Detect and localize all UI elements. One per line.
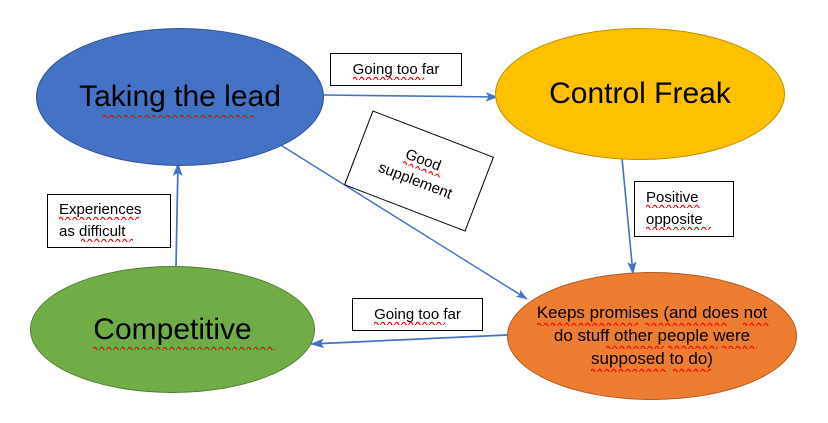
edge-competitive-to-taking-the-lead [172, 162, 183, 267]
edge-label-line-1: Positive [646, 187, 701, 209]
node-control-freak-label: Control Freak [549, 77, 731, 111]
node-taking-the-lead[interactable]: Taking the lead [36, 28, 324, 166]
edge-keeps-promises-to-competitive [310, 334, 508, 349]
node-competitive-label: Competitive [93, 312, 252, 346]
edge-label-text: Going too far [374, 305, 461, 325]
edge-label-going-too-far-top[interactable]: Going too far [330, 53, 462, 86]
edge-label-going-too-far-bottom[interactable]: Going too far [352, 298, 483, 331]
edge-taking-the-lead-to-control-freak [323, 92, 499, 102]
edge-label-good-supplement[interactable]: Good supplement [343, 110, 495, 232]
node-keeps-promises[interactable]: Keeps promises (and does not do stuff ot… [507, 272, 797, 400]
node-taking-the-lead-label: Taking the lead [79, 80, 281, 114]
edge-label-experiences-as-difficult[interactable]: Experiences as difficult [47, 194, 171, 248]
edge-label-text: Going too far [352, 60, 440, 80]
edge-control-freak-to-keeps-promises [621, 157, 637, 275]
edge-label-line-2: opposite [646, 209, 711, 231]
node-keeps-promises-line-3: supposed to do) [591, 349, 713, 369]
edge-label-positive-opposite[interactable]: Positive opposite [634, 181, 734, 237]
edge-label-line-2: as difficult [59, 221, 133, 243]
node-control-freak[interactable]: Control Freak [495, 28, 785, 160]
node-keeps-promises-line-1: Keeps promises (and does not [536, 302, 768, 322]
node-keeps-promises-line-2: do stuff other people were [553, 325, 751, 345]
edge-label-line-1: Experiences [59, 201, 142, 221]
node-competitive[interactable]: Competitive [30, 266, 315, 393]
